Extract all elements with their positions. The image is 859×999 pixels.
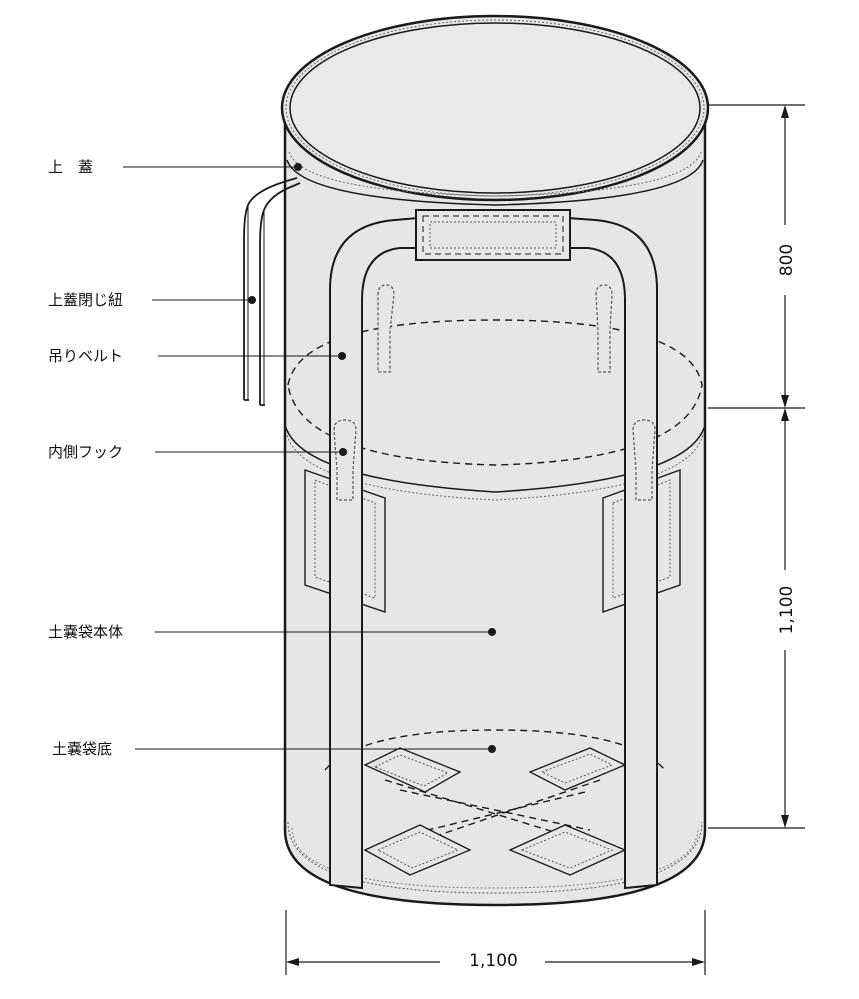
dimension-diameter: 1,100 <box>469 951 518 971</box>
leader-dots <box>248 163 496 753</box>
hook-dot <box>339 448 347 456</box>
lid-dot <box>294 163 302 171</box>
leader-lines <box>123 166 492 750</box>
lifting-belt-right <box>567 216 658 890</box>
bottom-stitch <box>287 821 703 894</box>
body-seam-stitch <box>286 434 704 501</box>
inner-hook-back-right <box>595 284 613 373</box>
top-belt-patch <box>415 209 571 261</box>
lid-band-stitch <box>288 151 702 197</box>
lid-band-lower <box>286 159 704 206</box>
inner-hook-back-left <box>377 284 395 373</box>
belt-dot <box>338 352 346 360</box>
inner-hook-front-right <box>632 419 656 501</box>
body-dot <box>488 628 496 636</box>
body-seam <box>284 424 706 493</box>
label-bag-bottom: 土嚢袋底 <box>52 740 113 758</box>
lid-tie-strings <box>243 177 301 406</box>
dimension-body-height: 1,100 <box>777 585 797 635</box>
inner-hook-front-left <box>333 419 357 501</box>
label-inner-hook: 内側フック <box>48 443 124 461</box>
bottom-patch-left-lower <box>363 824 472 876</box>
bottom-stitch-2 <box>291 827 699 889</box>
label-lid: 上 蓋 <box>48 158 94 176</box>
bottom-cross-3 <box>409 779 601 846</box>
label-lid-tie: 上蓋閉じ紐 <box>48 291 124 309</box>
bottom-dot <box>488 745 496 753</box>
bottom-patch-left-upper <box>363 747 462 793</box>
label-lifting-belt: 吊りベルト <box>48 347 124 365</box>
top-lid-stitch <box>285 19 705 197</box>
lid-tie-dot <box>248 296 256 304</box>
dimension-lines <box>285 104 805 975</box>
label-bag-body: 土嚢袋本体 <box>48 623 124 641</box>
dimension-lid-height: 800 <box>777 243 797 277</box>
bottom-cross-2 <box>399 789 591 831</box>
bottom-cross-1 <box>384 779 581 841</box>
top-lid-inner <box>289 22 701 194</box>
